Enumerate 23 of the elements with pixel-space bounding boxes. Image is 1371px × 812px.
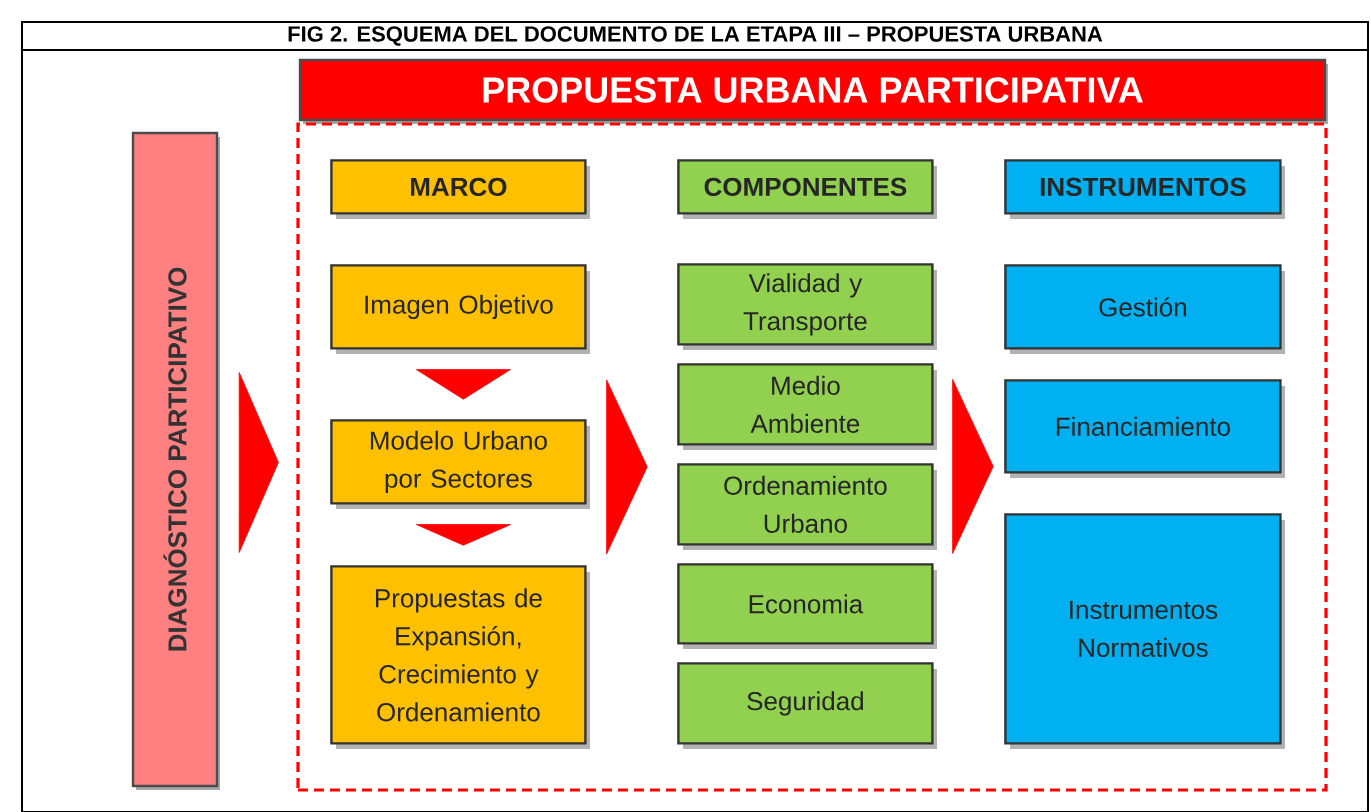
arrow xyxy=(952,379,994,554)
process-box: Modelo Urbano por Sectores xyxy=(330,419,590,509)
arrow xyxy=(238,372,279,553)
column-header-box: MARCO xyxy=(330,159,590,219)
column-header-box: COMPONENTES xyxy=(677,159,937,219)
title-banner: PROPUESTA URBANA PARTICIPATIVA xyxy=(298,58,1328,124)
process-box: Gestión xyxy=(1004,264,1285,354)
arrow xyxy=(416,524,511,546)
process-box: Seguridad xyxy=(677,662,937,749)
process-box: Financiamiento xyxy=(1004,379,1285,478)
process-box: Ordenamiento Urbano xyxy=(677,463,937,550)
dashed-frame xyxy=(296,122,1328,792)
process-box: Medio Ambiente xyxy=(677,363,937,450)
arrow xyxy=(606,379,648,555)
process-box: Vialidad y Transporte xyxy=(677,263,937,350)
process-box: Economia xyxy=(677,563,937,649)
arrow xyxy=(416,369,511,400)
process-box: Propuestas de Expansión, Crecimiento y Ordenamiento xyxy=(330,565,590,749)
process-box: Instrumentos Normativos xyxy=(1004,513,1285,749)
title: FIG 2. ESQUEMA DEL DOCUMENTO DE LA ETAPA III – PROPUESTA URBANA xyxy=(288,26,1103,46)
side-bar: DIAGNÓSTICO PARTICIPATIVO xyxy=(131,131,220,790)
column-header-box: INSTRUMENTOS xyxy=(1004,159,1285,219)
process-box: Imagen Objetivo xyxy=(330,264,590,354)
